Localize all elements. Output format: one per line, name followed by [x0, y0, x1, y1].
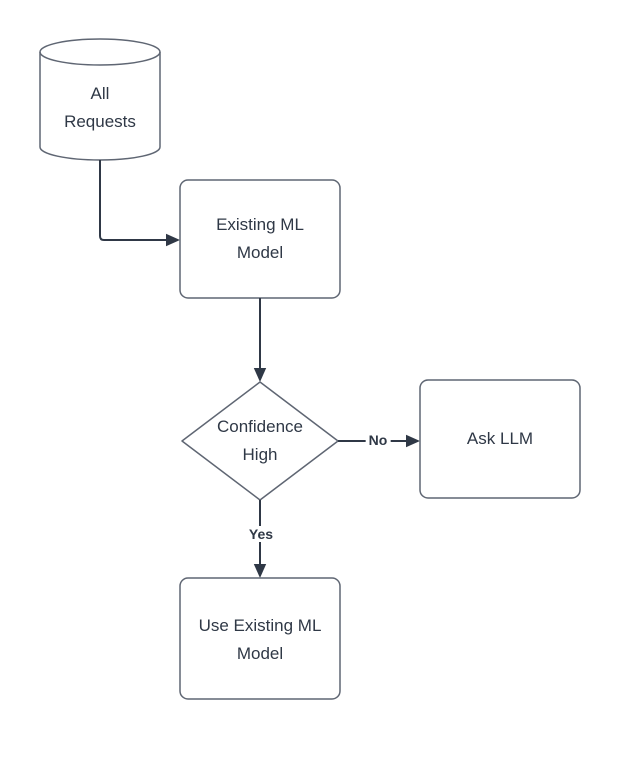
all-requests-cylinder-lid — [39, 51, 161, 66]
edge-all-requests-to-existing-ml — [99, 160, 166, 241]
arrowhead-right-icon — [166, 233, 180, 247]
node-ask-llm — [419, 379, 581, 499]
arrowhead-right-icon — [406, 434, 420, 448]
node-existing-ml-model — [179, 179, 341, 299]
arrowhead-down-icon — [253, 564, 267, 578]
all-requests-cylinder-body — [39, 38, 161, 161]
node-use-existing-ml-model — [179, 577, 341, 700]
node-all-requests — [39, 38, 161, 161]
edge-label-yes: Yes — [245, 526, 277, 542]
edge-label-no: No — [365, 432, 391, 448]
arrowhead-down-icon — [253, 368, 267, 382]
node-confidence-high — [181, 381, 339, 501]
